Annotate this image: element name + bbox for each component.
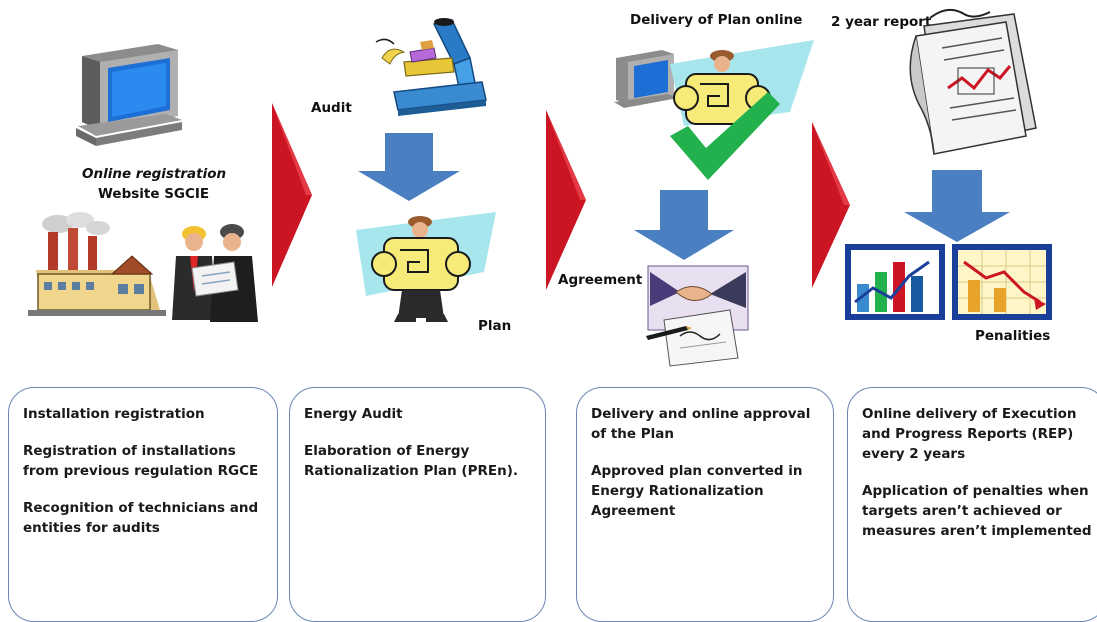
down-arrow-2 — [634, 190, 734, 260]
microscope-icon — [375, 18, 487, 116]
box-title: Installation registration — [23, 406, 205, 422]
stage-arrow-3 — [812, 122, 850, 288]
website-label: Website SGCIE — [98, 186, 210, 202]
box-paragraph: Approved plan converted in Energy Ration… — [591, 463, 803, 519]
delivery-online-label: Delivery of Plan online — [630, 12, 803, 28]
box-paragraph: Elaboration of Energy Rationalization Pl… — [304, 443, 519, 479]
online-registration-label: Online registration — [82, 166, 227, 182]
penalities-label: Penalities — [975, 328, 1051, 344]
stage-arrow-1 — [272, 103, 312, 287]
decline-chart-icon — [952, 244, 1052, 320]
bar-chart-icon — [845, 244, 945, 320]
box-title: Energy Audit — [304, 406, 403, 422]
stage-arrow-2 — [546, 110, 586, 290]
box-title: Online delivery of Execution and Progres… — [862, 406, 1077, 462]
audit-label: Audit — [311, 100, 352, 116]
plan-label: Plan — [478, 318, 512, 334]
plan-person-icon — [356, 212, 496, 322]
checkmark-icon — [670, 92, 780, 180]
report-label: 2 year report — [831, 14, 932, 30]
box-delivery-approval: Delivery and online approval of the Plan… — [576, 387, 834, 622]
box-paragraph: Recognition of technicians and entities … — [23, 500, 259, 536]
box-paragraph: Registration of installations from previ… — [23, 443, 259, 479]
computer-icon — [76, 44, 182, 146]
computer-small-icon — [614, 50, 678, 108]
box-installation-registration: Installation registration Registration o… — [8, 387, 278, 622]
box-energy-audit: Energy Audit Elaboration of Energy Ratio… — [289, 387, 546, 622]
agreement-label: Agreement — [558, 272, 643, 288]
box-online-delivery-reports: Online delivery of Execution and Progres… — [847, 387, 1097, 622]
engineers-icon — [172, 224, 258, 322]
down-arrow-3 — [904, 170, 1010, 242]
report-document-icon — [909, 8, 1037, 155]
down-arrow-1 — [358, 133, 460, 201]
handshake-icon — [646, 265, 749, 367]
box-title: Delivery and online approval of the Plan — [591, 406, 811, 442]
box-paragraph: Application of penalties when targets ar… — [862, 483, 1092, 539]
factory-icon — [28, 212, 166, 316]
